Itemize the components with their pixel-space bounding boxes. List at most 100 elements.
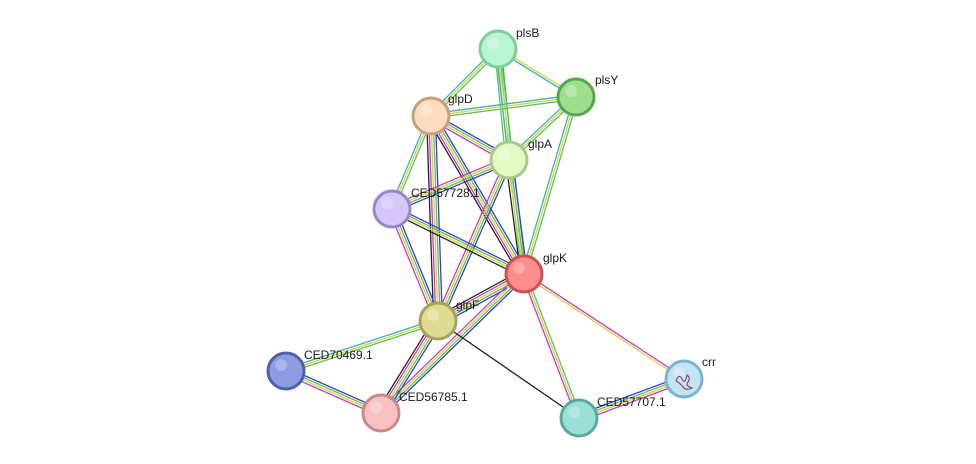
- edge-line: [524, 272, 685, 379]
- edge-line: [432, 114, 527, 274]
- edge-line: [390, 156, 508, 207]
- node-highlight: [381, 197, 393, 209]
- edge-plsy-glpd: [430, 94, 577, 119]
- edge-line: [430, 115, 525, 275]
- edge-line: [285, 320, 439, 372]
- edge-line: [392, 208, 440, 321]
- edge-glpf-ced70469-1: [285, 318, 439, 374]
- node-highlight: [513, 262, 525, 274]
- node-circle[interactable]: [361, 393, 401, 433]
- edge-line: [382, 275, 527, 416]
- node-circle[interactable]: [266, 351, 306, 391]
- edge-line: [285, 318, 438, 370]
- node-highlight: [275, 359, 287, 371]
- node-label: glpK: [543, 251, 567, 265]
- node-circle[interactable]: [556, 77, 596, 117]
- node-highlight: [498, 148, 510, 160]
- node-label: plsB: [516, 26, 539, 40]
- edge-glpd-glpk: [426, 113, 529, 277]
- edge-line: [436, 159, 509, 321]
- edge-glpa-glpf: [434, 158, 513, 323]
- node-label: CED70469.1: [304, 348, 373, 362]
- node-glpa[interactable]: glpA: [489, 137, 552, 180]
- node-circle[interactable]: [418, 301, 458, 341]
- edge-line: [390, 209, 438, 322]
- node-glpd[interactable]: glpD: [411, 92, 473, 136]
- edge-line: [434, 113, 529, 273]
- edge-line: [430, 96, 577, 117]
- node-label: CED56785.1: [399, 390, 468, 404]
- node-circle[interactable]: [372, 189, 412, 229]
- edge-glpd-glpf: [425, 115, 444, 322]
- edge-line: [381, 274, 526, 415]
- edges-layer: [284, 46, 686, 422]
- edge-line: [379, 272, 524, 413]
- edge-line: [391, 209, 524, 276]
- node-ced57707-1[interactable]: CED57707.1: [559, 395, 666, 438]
- node-highlight: [370, 401, 382, 413]
- edge-ced57728-1-glpf: [388, 207, 442, 323]
- edge-line: [434, 158, 507, 320]
- edge-line: [428, 116, 523, 276]
- edge-line: [521, 96, 575, 274]
- node-highlight: [568, 406, 580, 418]
- edge-line: [432, 115, 441, 321]
- node-highlight: [427, 309, 439, 321]
- edge-line: [286, 322, 439, 374]
- edge-line: [438, 160, 511, 322]
- node-plsb[interactable]: plsB: [478, 26, 539, 69]
- node-plsy[interactable]: plsY: [556, 73, 618, 117]
- edge-line: [390, 211, 523, 278]
- node-circle[interactable]: [559, 398, 599, 438]
- edge-plsy-glpk: [521, 96, 579, 275]
- edge-line: [431, 98, 577, 119]
- edge-line: [525, 97, 579, 275]
- edge-line: [523, 96, 577, 275]
- edge-line: [388, 210, 436, 323]
- node-highlight: [565, 85, 577, 97]
- edge-ced57728-1-glpk: [390, 205, 526, 278]
- node-circle[interactable]: [489, 140, 529, 180]
- node-glpf[interactable]: glpF: [418, 298, 479, 341]
- node-crr[interactable]: crr: [664, 355, 716, 399]
- edge-line: [425, 116, 435, 322]
- node-ced70469-1[interactable]: CED70469.1: [266, 348, 373, 391]
- edge-line: [437, 320, 580, 419]
- edge-line: [428, 116, 437, 322]
- node-circle[interactable]: [504, 254, 544, 294]
- node-label: glpA: [528, 137, 552, 151]
- edge-line: [391, 158, 509, 209]
- edge-line: [525, 272, 582, 418]
- node-circle[interactable]: [478, 29, 518, 69]
- node-highlight: [487, 37, 499, 49]
- edge-line: [393, 205, 526, 272]
- node-circle[interactable]: [411, 96, 451, 136]
- edge-line: [430, 115, 439, 322]
- edge-glpf-ced57707-1: [437, 320, 580, 419]
- edge-line: [523, 273, 580, 419]
- edge-line: [523, 274, 684, 381]
- node-ced57728-1[interactable]: CED57728.1: [372, 186, 480, 229]
- edge-glpa-ced57728-1: [390, 156, 511, 213]
- node-circle[interactable]: [664, 359, 704, 399]
- edge-line: [392, 160, 510, 211]
- node-label: glpD: [448, 92, 473, 106]
- edge-line: [426, 117, 521, 277]
- node-label: CED57707.1: [597, 395, 666, 409]
- node-ced56785-1[interactable]: CED56785.1: [361, 390, 468, 433]
- node-label: glpF: [456, 298, 479, 312]
- edge-line: [392, 207, 525, 274]
- node-label: plsY: [595, 73, 618, 87]
- node-label: crr: [702, 355, 716, 369]
- edge-line: [440, 161, 513, 323]
- edge-glpk-ced57707-1: [521, 272, 582, 420]
- node-highlight: [673, 367, 685, 379]
- edge-line: [393, 162, 511, 213]
- nodes-layer: plsB plsY glpD glpA CED57728.1 glpK glpF CED704…: [266, 26, 716, 438]
- node-highlight: [420, 104, 432, 116]
- edge-line: [521, 274, 578, 420]
- edge-line: [434, 115, 444, 321]
- edge-line: [394, 207, 442, 320]
- node-glpk[interactable]: glpK: [504, 251, 567, 294]
